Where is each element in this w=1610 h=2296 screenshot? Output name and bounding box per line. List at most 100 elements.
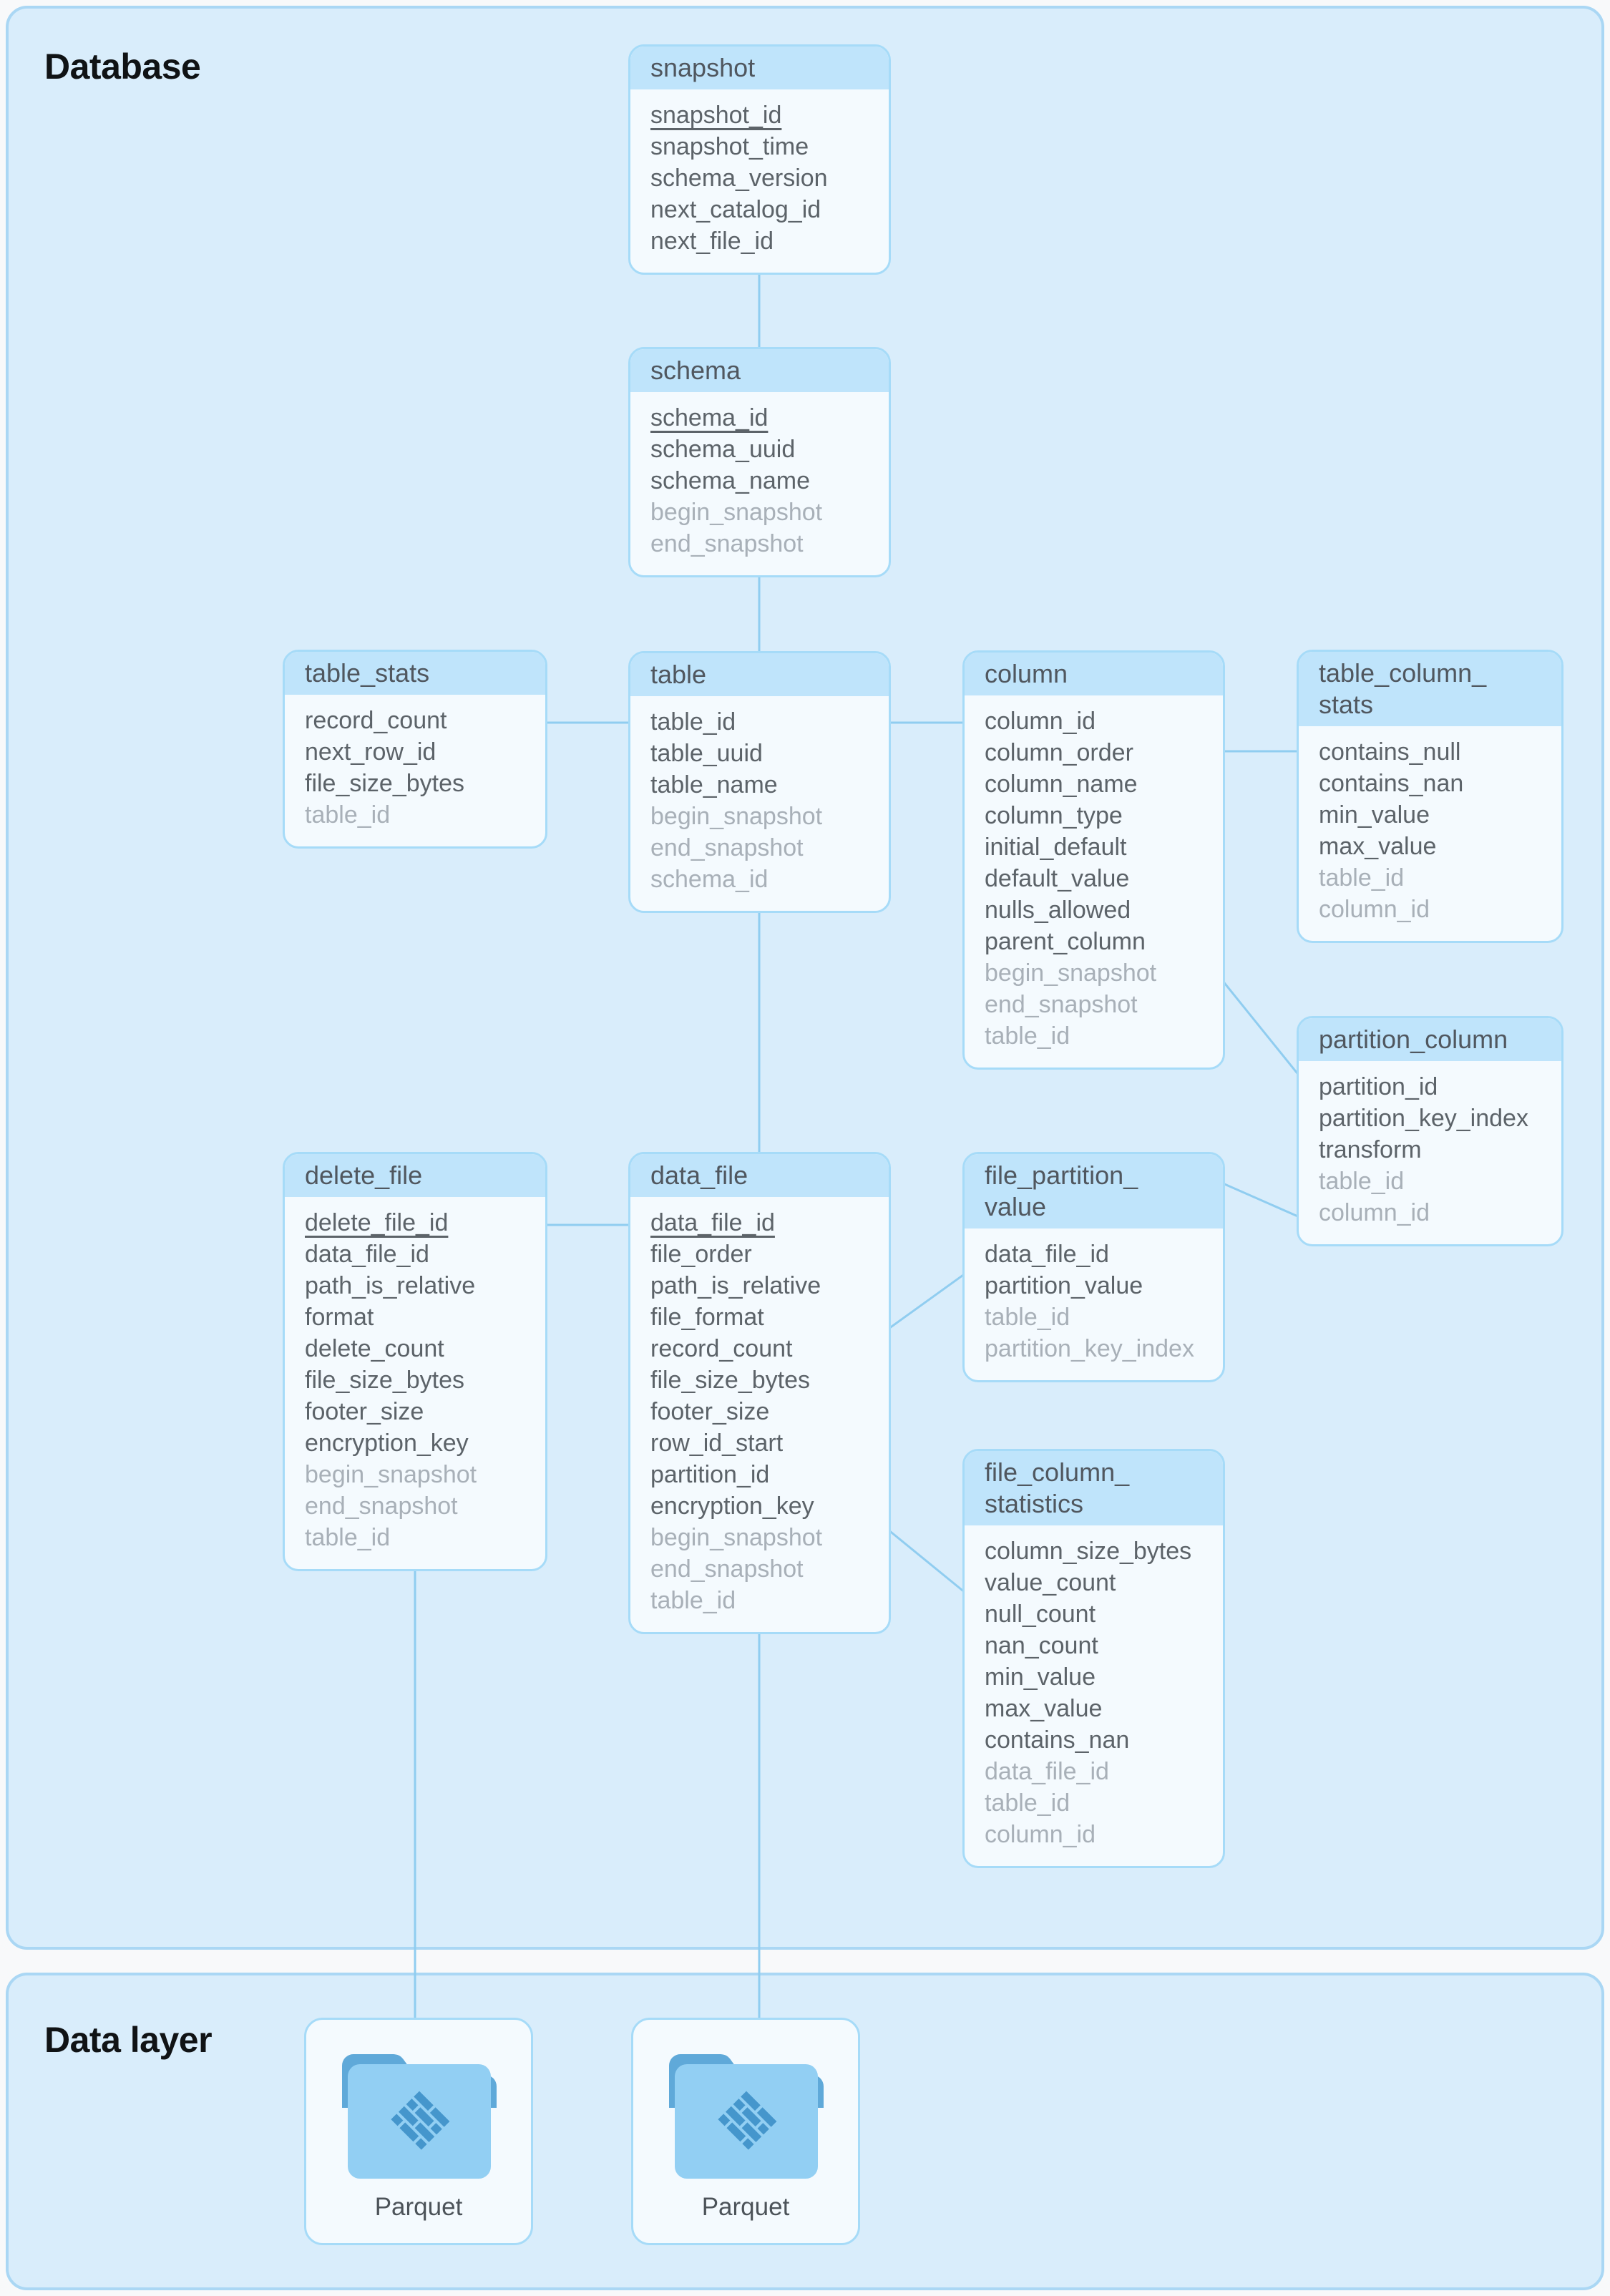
field-table_column_stats-max_value: max_value bbox=[1319, 833, 1437, 860]
entity-title-schema: schema bbox=[630, 349, 889, 392]
field-file_column_statistics-null_count: null_count bbox=[985, 1601, 1096, 1628]
field-partition_column-partition_key_index: partition_key_index bbox=[1319, 1105, 1528, 1132]
field-column-nulls_allowed: nulls_allowed bbox=[985, 897, 1131, 924]
field-data_file-path_is_relative: path_is_relative bbox=[650, 1272, 821, 1299]
connector-column-partition_column bbox=[1215, 972, 1307, 1085]
field-table-schema_id: schema_id bbox=[650, 866, 769, 893]
field-column-end_snapshot: end_snapshot bbox=[985, 991, 1138, 1018]
field-data_file-row_id_start: row_id_start bbox=[650, 1430, 784, 1457]
entity-fields-column: column_id column_order column_name column_t… bbox=[965, 695, 1223, 1068]
field-delete_file-encryption_key: encryption_key bbox=[305, 1430, 469, 1457]
field-table_stats-record_count: record_count bbox=[305, 707, 447, 734]
field-delete_file-delete_file_id: delete_file_id bbox=[305, 1209, 449, 1236]
connector-data_file-file_column_statistics bbox=[883, 1525, 974, 1601]
folder-label-parquet_2: Parquet bbox=[701, 2193, 790, 2221]
field-snapshot-schema_version: schema_version bbox=[650, 165, 828, 192]
field-file_column_statistics-column_id: column_id bbox=[985, 1821, 1096, 1848]
entity-table_stats: table_stats record_count next_row_id file_s… bbox=[283, 650, 547, 849]
folder-body bbox=[675, 2064, 818, 2179]
entity-title-table: table bbox=[630, 653, 889, 696]
field-table-table_uuid: table_uuid bbox=[650, 740, 763, 767]
field-data_file-end_snapshot: end_snapshot bbox=[650, 1555, 804, 1583]
field-table-end_snapshot: end_snapshot bbox=[650, 834, 804, 861]
field-file_column_statistics-max_value: max_value bbox=[985, 1695, 1103, 1722]
folder-icon bbox=[342, 2054, 497, 2179]
entity-title-table_column_stats: table_column_stats bbox=[1299, 652, 1561, 726]
field-partition_column-table_id: table_id bbox=[1319, 1168, 1405, 1195]
parquet-logo-icon bbox=[718, 2091, 777, 2150]
field-delete_file-end_snapshot: end_snapshot bbox=[305, 1493, 458, 1520]
folder-card-parquet_1: Parquet bbox=[304, 2018, 533, 2245]
field-data_file-encryption_key: encryption_key bbox=[650, 1493, 814, 1520]
field-column-initial_default: initial_default bbox=[985, 834, 1127, 861]
field-delete_file-format: format bbox=[305, 1304, 374, 1331]
folder-card-parquet_2: Parquet bbox=[631, 2018, 860, 2245]
field-column-parent_column: parent_column bbox=[985, 928, 1146, 955]
folder-body bbox=[348, 2064, 491, 2179]
field-file_partition_value-partition_key_index: partition_key_index bbox=[985, 1335, 1194, 1362]
field-snapshot-snapshot_time: snapshot_time bbox=[650, 133, 809, 160]
field-data_file-data_file_id: data_file_id bbox=[650, 1209, 775, 1236]
entity-title-table_stats: table_stats bbox=[285, 652, 545, 695]
field-snapshot-snapshot_id: snapshot_id bbox=[650, 102, 782, 129]
field-file_column_statistics-value_count: value_count bbox=[985, 1569, 1116, 1596]
field-partition_column-transform: transform bbox=[1319, 1136, 1422, 1163]
field-file_partition_value-table_id: table_id bbox=[985, 1304, 1070, 1331]
field-table-begin_snapshot: begin_snapshot bbox=[650, 803, 823, 830]
field-delete_file-delete_count: delete_count bbox=[305, 1335, 444, 1362]
field-partition_column-column_id: column_id bbox=[1319, 1199, 1430, 1226]
field-table_column_stats-min_value: min_value bbox=[1319, 801, 1430, 829]
field-column-begin_snapshot: begin_snapshot bbox=[985, 959, 1157, 987]
entity-title-partition_column: partition_column bbox=[1299, 1018, 1561, 1061]
field-delete_file-footer_size: footer_size bbox=[305, 1398, 424, 1425]
field-data_file-table_id: table_id bbox=[650, 1587, 736, 1614]
field-column-column_name: column_name bbox=[985, 771, 1138, 798]
field-data_file-file_order: file_order bbox=[650, 1241, 752, 1268]
field-table_column_stats-table_id: table_id bbox=[1319, 864, 1405, 891]
field-table-table_name: table_name bbox=[650, 771, 778, 798]
field-column-column_order: column_order bbox=[985, 739, 1133, 766]
entity-title-delete_file: delete_file bbox=[285, 1154, 545, 1197]
field-data_file-footer_size: footer_size bbox=[650, 1398, 770, 1425]
field-delete_file-begin_snapshot: begin_snapshot bbox=[305, 1461, 477, 1488]
field-delete_file-table_id: table_id bbox=[305, 1524, 391, 1551]
field-data_file-begin_snapshot: begin_snapshot bbox=[650, 1524, 823, 1551]
field-snapshot-next_catalog_id: next_catalog_id bbox=[650, 196, 821, 223]
field-partition_column-partition_id: partition_id bbox=[1319, 1073, 1438, 1100]
parquet-logo-icon bbox=[391, 2091, 450, 2150]
field-schema-schema_uuid: schema_uuid bbox=[650, 436, 796, 463]
field-table_column_stats-contains_null: contains_null bbox=[1319, 738, 1461, 766]
folder-icon bbox=[669, 2054, 824, 2179]
field-schema-schema_name: schema_name bbox=[650, 467, 811, 494]
field-column-column_type: column_type bbox=[985, 802, 1123, 829]
field-snapshot-next_file_id: next_file_id bbox=[650, 228, 774, 255]
field-delete_file-path_is_relative: path_is_relative bbox=[305, 1272, 476, 1299]
data-layer-section-title: Data layer bbox=[44, 2020, 213, 2060]
field-table_column_stats-contains_nan: contains_nan bbox=[1319, 770, 1464, 797]
field-data_file-file_format: file_format bbox=[650, 1304, 764, 1331]
field-table_column_stats-column_id: column_id bbox=[1319, 896, 1430, 923]
field-table_stats-next_row_id: next_row_id bbox=[305, 738, 436, 766]
field-column-column_id: column_id bbox=[985, 708, 1096, 735]
field-data_file-file_size_bytes: file_size_bytes bbox=[650, 1367, 811, 1394]
field-file_partition_value-partition_value: partition_value bbox=[985, 1272, 1143, 1299]
field-file_column_statistics-contains_nan: contains_nan bbox=[985, 1726, 1130, 1754]
field-table_stats-file_size_bytes: file_size_bytes bbox=[305, 770, 465, 797]
field-schema-schema_id: schema_id bbox=[650, 404, 769, 431]
entity-table_column_stats: table_column_stats contains_null contains_… bbox=[1297, 650, 1563, 943]
entity-title-column: column bbox=[965, 653, 1223, 695]
entity-title-file_partition_value: file_partition_value bbox=[965, 1154, 1223, 1228]
